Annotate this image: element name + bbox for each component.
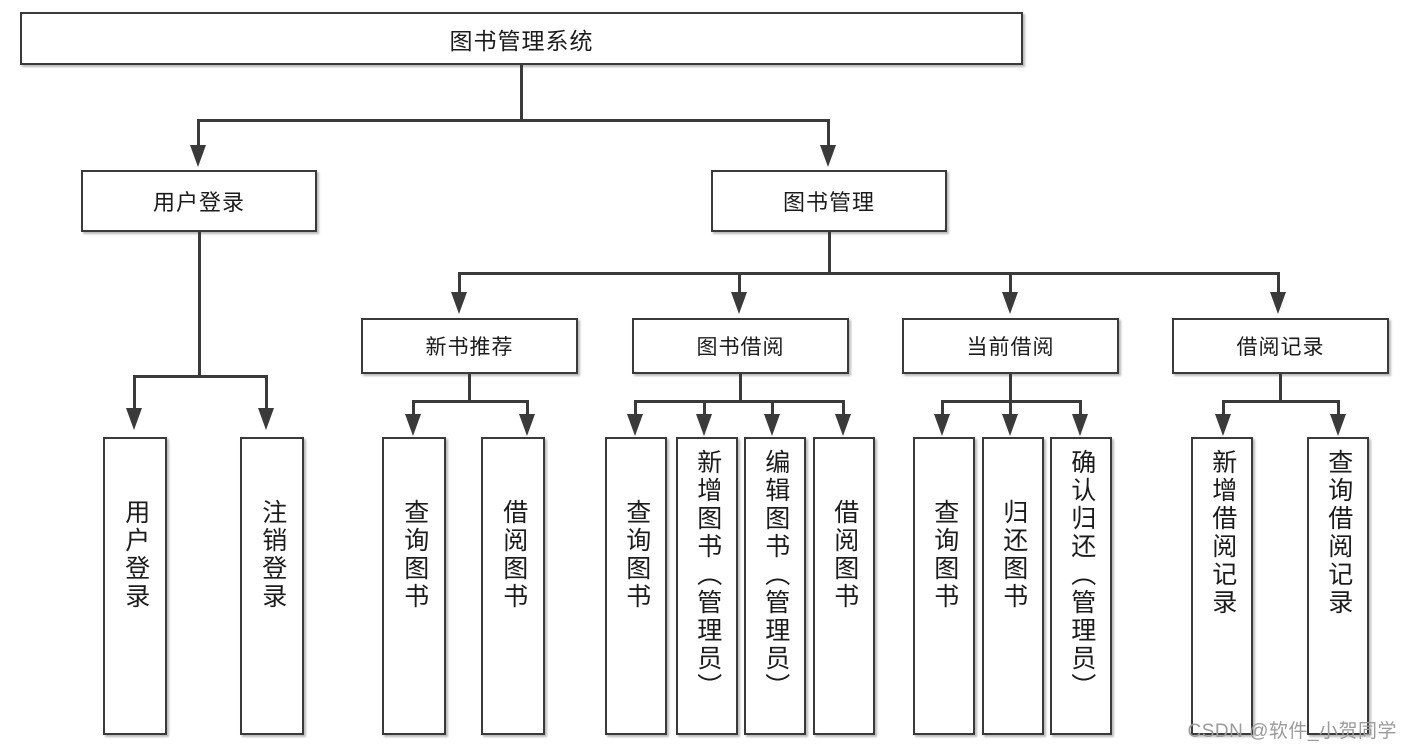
leaf-label: 查询图书 <box>930 499 959 611</box>
connector-to-current-borrow <box>1009 272 1012 294</box>
node-borrow-record[interactable]: 借阅记录 <box>1172 318 1389 374</box>
leaf-label: 新增借阅记录 <box>1208 449 1237 617</box>
arrow-br-query-record <box>1330 414 1346 436</box>
node-root-book-management-system[interactable]: 图书管理系统 <box>20 12 1023 65</box>
arrow-bb-add-book <box>696 414 712 436</box>
connector-cb-c1 <box>941 400 944 416</box>
connector-borrow-record-down <box>1279 374 1282 402</box>
node-user-login[interactable]: 用户登录 <box>81 170 317 232</box>
leaf-cb-query-book[interactable]: 查询图书 <box>913 437 975 735</box>
leaf-cb-confirm-return[interactable]: 确认归还（管理员） <box>1050 437 1112 735</box>
node-current-borrow[interactable]: 当前借阅 <box>902 318 1119 374</box>
connector-user-login-left <box>133 375 136 410</box>
connector-new-book-bus <box>412 400 529 403</box>
connector-book-borrow-down <box>739 374 742 402</box>
arrow-nb-query-book <box>405 414 421 436</box>
arrow-bb-borrow-book <box>835 414 851 436</box>
node-label: 当前借阅 <box>966 336 1055 359</box>
leaf-cb-return-book[interactable]: 归还图书 <box>982 437 1044 735</box>
connector-bb-c1 <box>634 400 637 416</box>
connector-br-c1 <box>1222 400 1225 416</box>
connector-cb-c3 <box>1079 400 1082 416</box>
leaf-br-query-record[interactable]: 查询借阅记录 <box>1307 437 1369 735</box>
connector-current-borrow-down <box>1009 374 1012 402</box>
leaf-label: 注销登录 <box>258 499 287 611</box>
connector-new-book-down <box>468 374 471 402</box>
leaf-bb-borrow-book[interactable]: 借阅图书 <box>813 437 875 735</box>
leaf-label: 用户登录 <box>121 499 150 611</box>
arrow-to-user-login <box>190 145 206 167</box>
connector-cb-c2 <box>1009 400 1012 416</box>
arrow-to-current-borrow <box>1002 292 1018 314</box>
leaf-user-login[interactable]: 用户登录 <box>103 437 167 735</box>
node-book-borrow[interactable]: 图书借阅 <box>632 318 849 374</box>
leaf-bb-edit-book[interactable]: 编辑图书（管理员） <box>744 437 806 735</box>
leaf-label: 确认归还（管理员） <box>1067 449 1096 701</box>
leaf-label: 归还图书 <box>999 499 1028 611</box>
arrow-to-leaf-user-login <box>126 408 142 430</box>
connector-user-login-bus <box>133 375 268 378</box>
connector-book-borrow-bus <box>634 400 845 403</box>
connector-new-book-c1 <box>412 400 415 416</box>
leaf-label: 编辑图书（管理员） <box>761 449 790 701</box>
node-book-management[interactable]: 图书管理 <box>711 170 947 232</box>
leaf-label: 借阅图书 <box>499 499 528 611</box>
node-label: 用户登录 <box>152 190 245 215</box>
leaf-nb-borrow-book[interactable]: 借阅图书 <box>481 437 545 735</box>
arrow-to-book-borrow <box>731 292 747 314</box>
leaf-bb-query-book[interactable]: 查询图书 <box>605 437 667 735</box>
arrow-bb-edit-book <box>764 414 780 436</box>
node-label: 图书管理 <box>782 190 875 215</box>
connector-br-c2 <box>1337 400 1340 416</box>
node-label: 图书管理系统 <box>449 27 594 54</box>
arrow-to-leaf-logout <box>258 408 274 430</box>
connector-to-borrow-record <box>1277 272 1280 294</box>
node-label: 图书借阅 <box>696 336 785 359</box>
node-label: 借阅记录 <box>1236 336 1325 359</box>
connector-bb-c2 <box>703 400 706 416</box>
connector-to-new-book <box>458 272 461 294</box>
leaf-label: 借阅图书 <box>830 499 859 611</box>
connector-user-login-right <box>265 375 268 410</box>
leaf-br-add-record[interactable]: 新增借阅记录 <box>1191 437 1253 735</box>
connector-book-management-down <box>828 232 831 274</box>
connector-root-to-user-login <box>197 119 200 147</box>
arrow-br-add-record <box>1215 414 1231 436</box>
connector-root-down <box>520 65 523 121</box>
connector-root-bus <box>197 119 830 122</box>
connector-borrow-record-bus <box>1222 400 1340 403</box>
watermark-text: CSDN @软件_小贺同学 <box>1187 721 1397 742</box>
leaf-label: 查询图书 <box>400 499 429 611</box>
arrow-cb-confirm-return <box>1072 414 1088 436</box>
arrow-to-borrow-record <box>1270 292 1286 314</box>
leaf-nb-query-book[interactable]: 查询图书 <box>382 437 446 735</box>
connector-to-book-borrow <box>738 272 741 294</box>
connector-level3-bus <box>458 272 1280 275</box>
connector-root-to-book-management <box>827 119 830 147</box>
arrow-to-new-book <box>451 292 467 314</box>
node-new-book-recommend[interactable]: 新书推荐 <box>361 318 578 374</box>
leaf-label: 查询图书 <box>622 499 651 611</box>
connector-bb-c3 <box>771 400 774 416</box>
arrow-cb-return-book <box>1002 414 1018 436</box>
connector-new-book-c2 <box>526 400 529 416</box>
arrow-nb-borrow-book <box>519 414 535 436</box>
arrow-cb-query-book <box>934 414 950 436</box>
connector-user-login-down <box>198 232 201 377</box>
node-label: 新书推荐 <box>425 336 514 359</box>
leaf-bb-add-book[interactable]: 新增图书（管理员） <box>676 437 738 735</box>
leaf-label: 查询借阅记录 <box>1324 449 1353 617</box>
connector-bb-c4 <box>842 400 845 416</box>
leaf-label: 新增图书（管理员） <box>693 449 722 701</box>
arrow-to-book-management <box>820 145 836 167</box>
arrow-bb-query-book <box>627 414 643 436</box>
leaf-logout[interactable]: 注销登录 <box>240 437 304 735</box>
